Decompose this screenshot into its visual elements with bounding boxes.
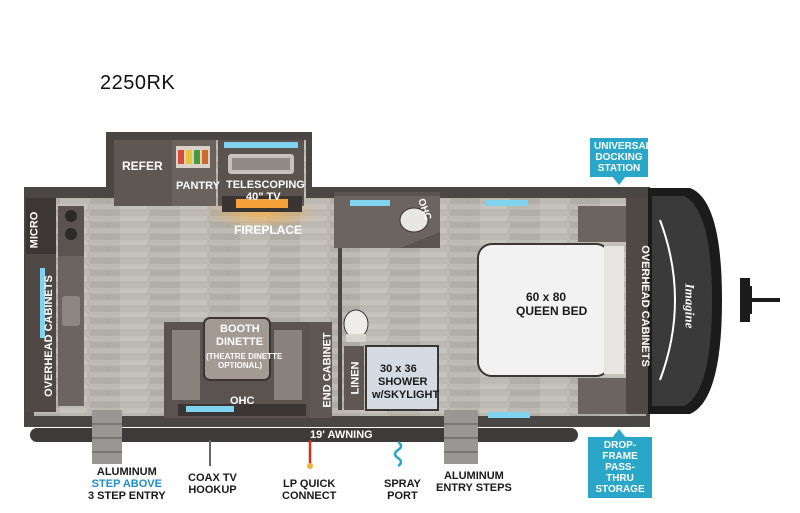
overhead-cabinets-left-label: OVERHEAD CABINETS	[42, 275, 55, 397]
refer-label: REFER	[122, 159, 163, 173]
steps-left	[92, 410, 122, 464]
badge-line: DOCKING	[595, 152, 643, 163]
callout-line: ENTRY STEPS	[436, 482, 512, 494]
callout-line: SPRAY	[384, 478, 421, 490]
coax-callout: COAX TV HOOKUP	[188, 472, 237, 496]
hitch	[722, 286, 752, 314]
tv-label-2: 40" TV	[246, 191, 281, 203]
shower-label-1: 30 x 36	[380, 363, 417, 375]
callout-line: ALUMINUM	[96, 466, 157, 478]
badge-pointer-up-icon	[612, 429, 626, 438]
toilet	[343, 309, 369, 339]
awning-bar	[30, 428, 578, 442]
linen	[344, 346, 364, 410]
shower-label-3: w/SKYLIGHT	[372, 389, 440, 401]
badge-pointer-down-icon	[612, 176, 626, 185]
booth-label-1: BOOTH	[220, 323, 260, 335]
booth-note-2: OPTIONAL)	[218, 361, 262, 370]
pantry-label: PANTRY	[176, 180, 220, 192]
booth-label-2: DINETTE	[216, 336, 264, 348]
callout-line: LP QUICK	[283, 478, 336, 490]
callout-line-accent: STEP ABOVE	[91, 478, 162, 490]
overhead-cabinets-right	[626, 198, 652, 414]
callout-line: ALUMINUM	[443, 470, 504, 482]
nightstand-top	[578, 206, 630, 242]
shower	[365, 345, 439, 411]
callout-line: 3 STEP ENTRY	[88, 490, 166, 502]
badge-line: STORAGE	[595, 484, 645, 495]
micro-label: MICRO	[28, 211, 41, 249]
badge-line: DROP-FRAME	[602, 440, 638, 462]
lp-callout: LP QUICK CONNECT	[282, 478, 336, 502]
awning-label: 19' AWNING	[310, 429, 373, 441]
spray-coil	[393, 440, 403, 468]
badge-line: PASS-THRU	[605, 462, 635, 484]
nightstand-bottom	[578, 378, 630, 414]
overhead-cabinets-right-label: OVERHEAD CABINETS	[638, 245, 651, 367]
badge-line: STATION	[597, 163, 641, 174]
callout-line: HOOKUP	[188, 484, 237, 496]
linen-label: LINEN	[349, 361, 362, 395]
callout-line: CONNECT	[282, 490, 337, 502]
model-name: 2250RK	[100, 72, 176, 94]
entry-steps-callout: ALUMINUM ENTRY STEPS	[436, 470, 512, 494]
badge-line: UNIVERSAL	[594, 141, 652, 152]
callout-line: COAX TV	[188, 472, 237, 484]
drop-frame-badge: DROP-FRAME PASS-THRU STORAGE	[588, 437, 652, 498]
spray-callout: SPRAY PORT	[384, 478, 421, 502]
refer	[114, 140, 172, 206]
tv-label-1: TELESCOPING	[226, 179, 305, 191]
aluminum-step-callout: ALUMINUM STEP ABOVE 3 STEP ENTRY	[88, 466, 166, 502]
end-cabinet-label: END CABINET	[321, 332, 334, 408]
kitchen-counter	[58, 256, 84, 406]
steps-right	[444, 410, 478, 464]
ohc-dinette-label: OHC	[230, 395, 255, 407]
fireplace-label: FIREPLACE	[234, 223, 303, 237]
callout-line: PORT	[387, 490, 418, 502]
dinette-table	[203, 317, 271, 381]
micro	[26, 198, 56, 254]
shower-label-2: SHOWER	[378, 376, 428, 388]
end-cabinet	[310, 322, 332, 418]
brand-logo: Imagine	[682, 283, 698, 329]
booth-note-1: (THEATRE DINETTE	[206, 352, 283, 361]
bed-label-2: QUEEN BED	[516, 304, 588, 318]
universal-docking-badge: UNIVERSAL DOCKING STATION	[590, 138, 652, 177]
bed-label-1: 60 x 80	[526, 290, 567, 304]
